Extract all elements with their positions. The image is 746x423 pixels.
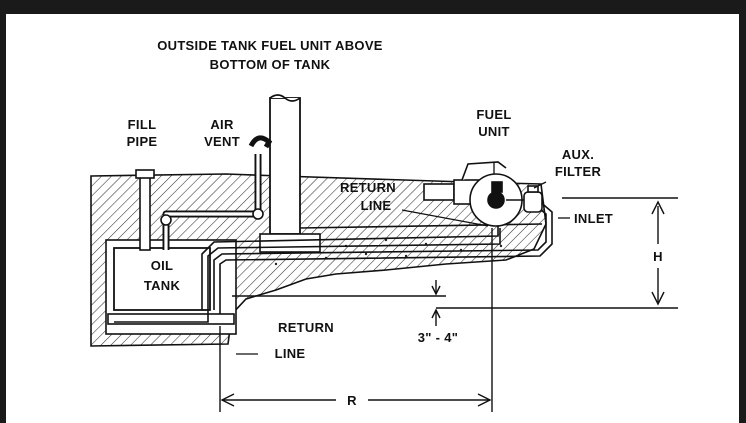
dimension-clearance-lines	[232, 280, 446, 326]
return-line-upper-label-2: LINE	[361, 198, 392, 213]
h-dimension-label: H	[653, 249, 663, 264]
return-line-lower-label-2: LINE	[275, 346, 306, 361]
oil-tank-label-1: OIL	[151, 258, 174, 273]
fill-pipe	[139, 175, 151, 251]
fuel-unit	[423, 161, 526, 227]
clearance-dimension-label: 3" - 4"	[418, 330, 458, 345]
fill-pipe-label-1: FILL	[128, 117, 157, 132]
oil-tank	[113, 247, 211, 311]
aux-filter-label-1: AUX.	[562, 147, 594, 162]
fill-elbow	[160, 214, 172, 226]
diagram-title-line1: OUTSIDE TANK FUEL UNIT ABOVE	[157, 38, 383, 53]
fill-pipe-label-2: PIPE	[127, 134, 158, 149]
air-vent-label-1: AIR	[210, 117, 234, 132]
fuel-unit-label-1: FUEL	[476, 107, 511, 122]
diagram-title-line2: BOTTOM OF TANK	[210, 57, 331, 72]
r-dimension-label: R	[347, 393, 357, 408]
air-vent-label-2: VENT	[204, 134, 240, 149]
dimension-h-lines	[436, 197, 678, 309]
wall-footing	[259, 233, 321, 253]
inlet-label: INLET	[574, 211, 613, 226]
building-wall	[269, 97, 301, 235]
air-vent-cap	[248, 135, 273, 149]
tank-base	[107, 313, 235, 325]
aux-filter-label-2: FILTER	[555, 164, 602, 179]
fuel-unit-installation-diagram: OUTSIDE TANK FUEL UNIT ABOVE BOTTOM OF T…	[90, 38, 678, 412]
oil-tank-label-2: TANK	[144, 278, 181, 293]
return-line-lower-label-1: RETURN	[278, 320, 334, 335]
dimension-r-lines	[219, 228, 493, 412]
leader-lines	[236, 162, 570, 355]
fill-pipe-cap	[135, 169, 155, 179]
oil-lines	[114, 199, 553, 323]
aux-filter	[523, 185, 543, 213]
fuel-unit-label-2: UNIT	[478, 124, 510, 139]
wall-break	[269, 94, 301, 102]
return-line-upper-label-1: RETURN	[340, 180, 396, 195]
air-vent-elbow	[252, 208, 264, 220]
